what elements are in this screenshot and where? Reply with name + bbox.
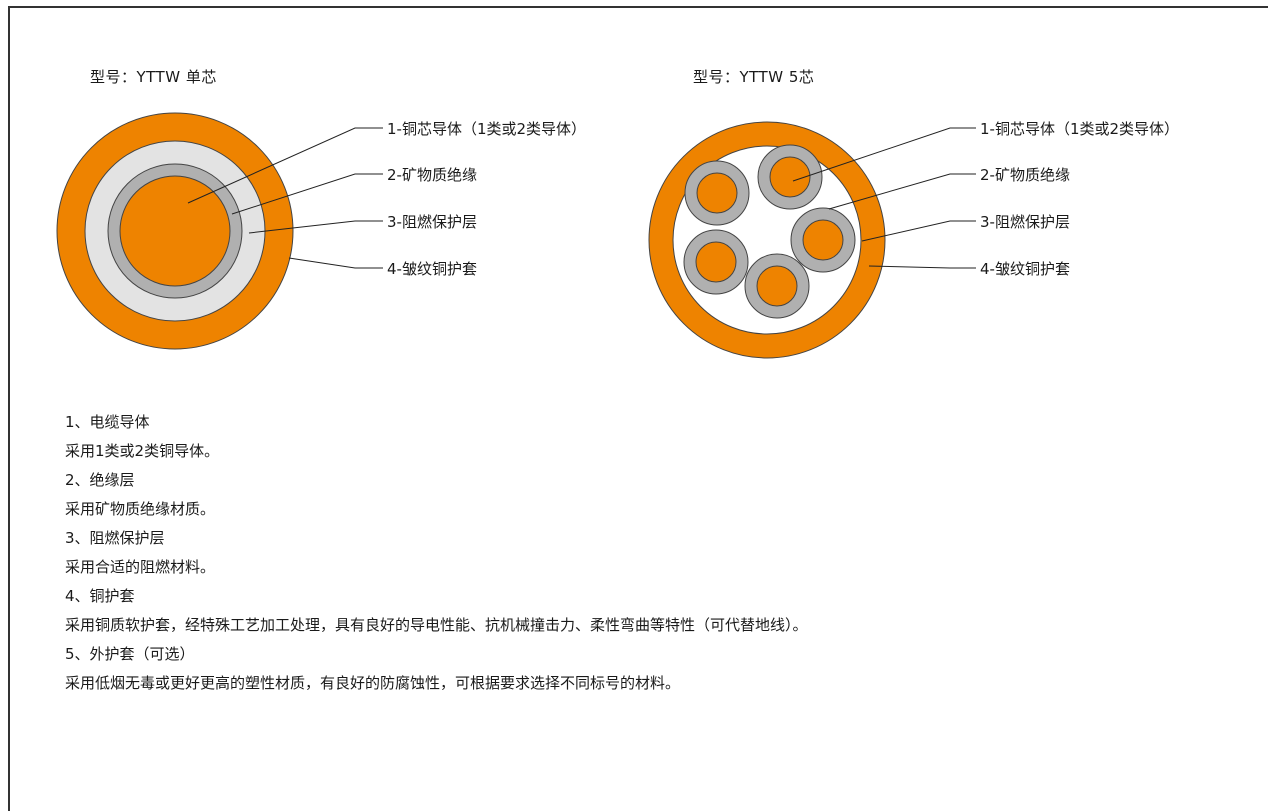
description-text: 采用铜质软护套，经特殊工艺加工处理，具有良好的导电性能、抗机械撞击力、柔性弯曲等… bbox=[65, 616, 808, 634]
five-core-leader-2 bbox=[828, 173, 976, 210]
core-2 bbox=[684, 160, 750, 226]
core-3-conductor bbox=[802, 219, 844, 261]
five-core-leader-1 bbox=[792, 127, 976, 182]
label-insulation-right: 2-矿物质绝缘 bbox=[980, 166, 1070, 184]
description-text: 采用1类或2类铜导体。 bbox=[65, 442, 220, 460]
label-flame-layer-left: 3-阻燃保护层 bbox=[387, 213, 477, 231]
single-core-leader-2 bbox=[231, 173, 383, 215]
single-core-cross-section bbox=[56, 112, 294, 350]
core-3 bbox=[790, 207, 856, 273]
label-conductor-right: 1-铜芯导体（1类或2类导体） bbox=[980, 120, 1180, 138]
page-border bbox=[8, 6, 1268, 811]
core-1 bbox=[757, 144, 823, 210]
five-core-leader-3 bbox=[861, 220, 976, 242]
single-core-leader-lines bbox=[187, 127, 383, 269]
description-list: 1、电缆导体 采用1类或2类铜导体。 2、绝缘层 采用矿物质绝缘材质。 3、阻燃… bbox=[65, 412, 808, 702]
diagram-title-five-core: 型号：YTTW 5芯 bbox=[693, 68, 815, 86]
label-copper-sheath-right: 4-皱纹铜护套 bbox=[980, 260, 1070, 278]
description-text: 采用合适的阻燃材料。 bbox=[65, 558, 216, 576]
core-1-conductor bbox=[769, 156, 811, 198]
label-conductor-left: 1-铜芯导体（1类或2类导体） bbox=[387, 120, 587, 138]
core-5-conductor bbox=[756, 265, 798, 307]
core-5 bbox=[744, 253, 810, 319]
description-heading: 3、阻燃保护层 bbox=[65, 529, 165, 547]
core-4 bbox=[683, 229, 749, 295]
five-core-leader-lines bbox=[792, 127, 976, 269]
five-core-leader-4 bbox=[868, 265, 976, 269]
description-heading: 1、电缆导体 bbox=[65, 413, 150, 431]
description-text: 采用低烟无毒或更好更高的塑性材质，有良好的防腐蚀性，可根据要求选择不同标号的材料… bbox=[65, 674, 681, 692]
label-copper-sheath-left: 4-皱纹铜护套 bbox=[387, 260, 477, 278]
single-core-leader-1 bbox=[187, 127, 383, 204]
description-text: 采用矿物质绝缘材质。 bbox=[65, 500, 216, 518]
core-4-conductor bbox=[695, 241, 737, 283]
single-core-leader-4 bbox=[288, 257, 383, 269]
label-insulation-left: 2-矿物质绝缘 bbox=[387, 166, 477, 184]
single-core-conductor bbox=[119, 175, 231, 287]
single-core-leader-3 bbox=[248, 220, 383, 234]
description-heading: 5、外护套（可选） bbox=[65, 645, 195, 663]
label-flame-layer-right: 3-阻燃保护层 bbox=[980, 213, 1070, 231]
five-core-cross-section bbox=[648, 121, 886, 359]
description-heading: 2、绝缘层 bbox=[65, 471, 135, 489]
core-2-conductor bbox=[696, 172, 738, 214]
diagram-title-single-core: 型号：YTTW 单芯 bbox=[90, 68, 217, 86]
description-heading: 4、铜护套 bbox=[65, 587, 135, 605]
